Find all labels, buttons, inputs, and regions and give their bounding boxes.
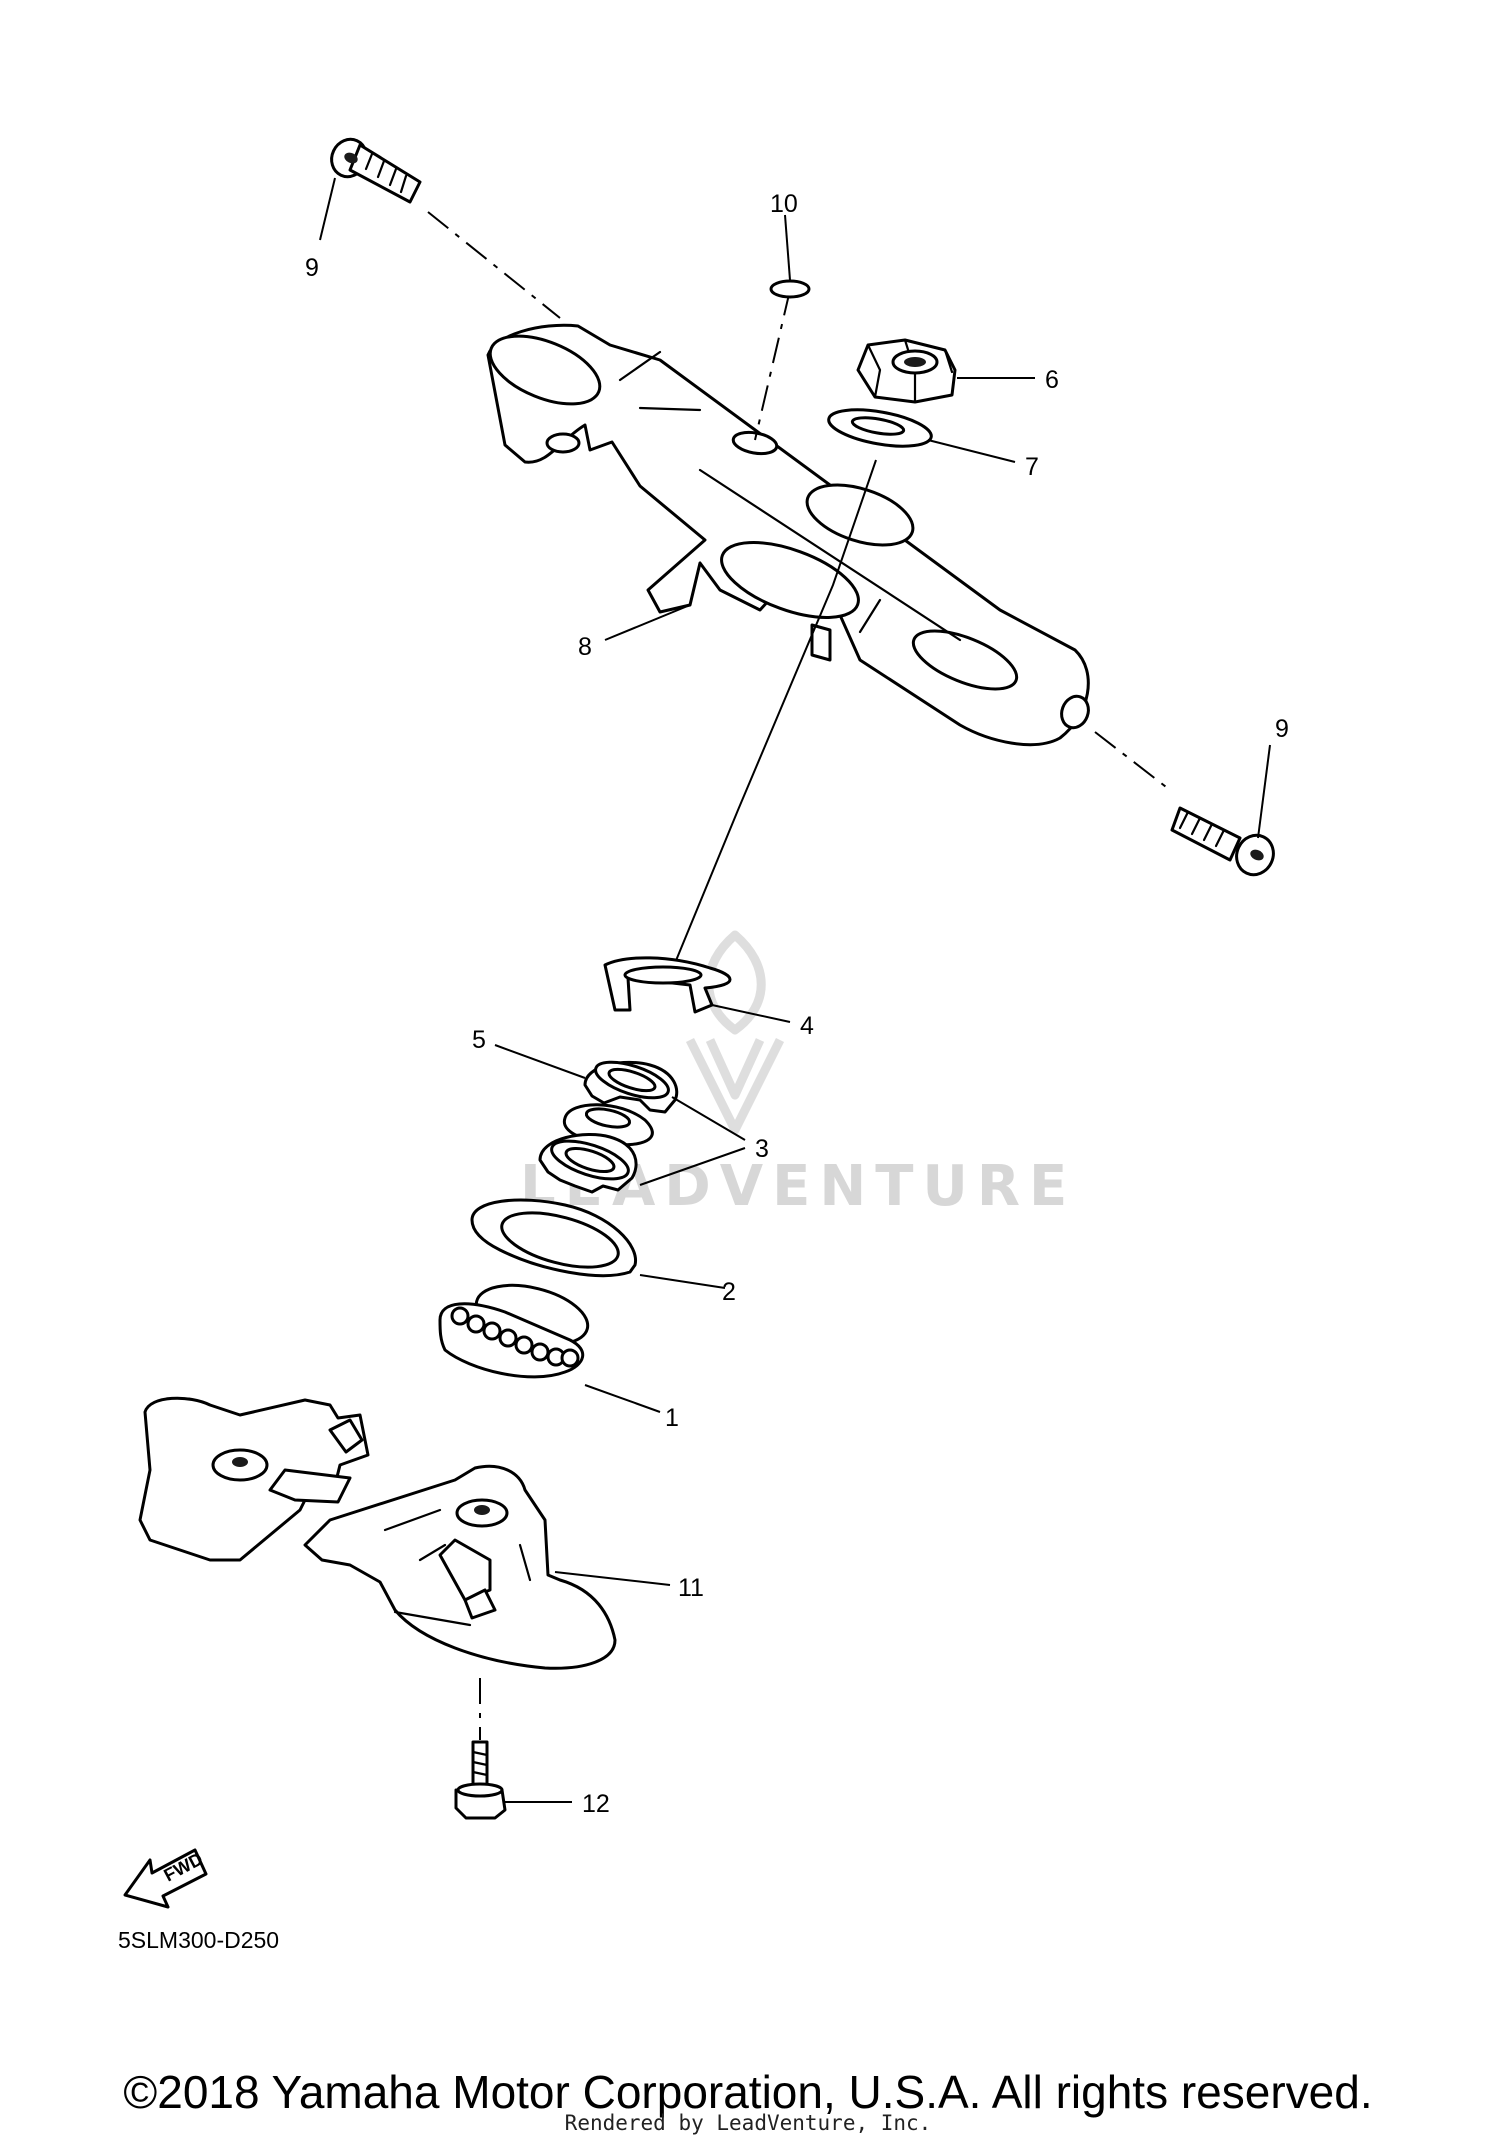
callout-7: 7	[1025, 453, 1039, 481]
washer	[827, 408, 933, 448]
callout-12: 12	[582, 1790, 610, 1818]
cap-ring	[769, 279, 811, 299]
callout-5: 5	[472, 1026, 486, 1054]
callout-10: 10	[770, 190, 798, 218]
callout-2: 2	[722, 1278, 736, 1306]
callout-9-lower: 9	[1275, 715, 1289, 743]
bolt-upper	[330, 137, 422, 204]
bearing-cover	[470, 1198, 638, 1278]
ring-nut-upper	[583, 1060, 679, 1114]
axis-steering-upper	[667, 459, 877, 981]
flange-bolt	[454, 1678, 507, 1820]
callout-3: 3	[755, 1135, 769, 1163]
callout-6: 6	[1045, 366, 1059, 394]
callout-11: 11	[678, 1574, 704, 1602]
lock-washer	[603, 956, 732, 1014]
upper-bracket	[486, 323, 1090, 747]
bearing-balls	[450, 1306, 580, 1368]
fwd-arrow-icon: FWD	[123, 1848, 208, 1909]
bearing	[438, 1283, 590, 1379]
callout-8: 8	[578, 633, 592, 661]
axis-bolt-upper	[427, 211, 561, 319]
diagram-code: 5SLM300-D250	[118, 1927, 279, 1953]
copyright-text: ©2018 Yamaha Motor Corporation, U.S.A. A…	[123, 2066, 1372, 2118]
bolt-lower	[1170, 806, 1275, 877]
steering-nut	[856, 338, 957, 404]
callout-4: 4	[800, 1012, 814, 1040]
callout-1: 1	[665, 1404, 679, 1432]
leader-lines	[319, 177, 1271, 1803]
axis-cap	[754, 289, 791, 441]
axis-bolt-lower	[1094, 731, 1171, 791]
callout-9-upper: 9	[305, 254, 319, 282]
rendered-by-text: Rendered by LeadVenture, Inc.	[565, 2111, 932, 2135]
ring-nut-lower	[538, 1133, 638, 1194]
lower-bracket	[138, 1396, 617, 1670]
